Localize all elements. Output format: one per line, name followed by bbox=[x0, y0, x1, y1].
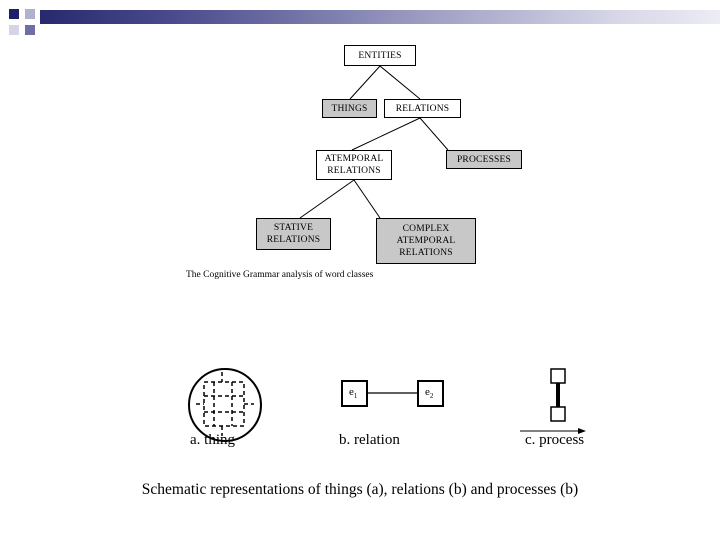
thing-label: a. thing bbox=[190, 432, 235, 448]
process-label: c. process bbox=[525, 432, 585, 448]
e1-label: e1 bbox=[349, 386, 357, 400]
relation-label: b. relation bbox=[339, 432, 400, 448]
process-schematic bbox=[520, 368, 586, 434]
thing-schematic bbox=[188, 368, 262, 442]
e2-letter: e bbox=[425, 386, 430, 398]
e1-subscript: 1 bbox=[353, 392, 358, 401]
e2-label: e2 bbox=[425, 386, 433, 400]
relations-box: RELATIONS bbox=[384, 99, 461, 118]
relation-schematic bbox=[341, 380, 444, 407]
slide-title-band bbox=[40, 10, 720, 24]
atemporal-relations-box: ATEMPORAL RELATIONS bbox=[316, 150, 392, 180]
stative-relations-box: STATIVE RELATIONS bbox=[256, 218, 331, 250]
complex-atemporal-relations-box: COMPLEX ATEMPORAL RELATIONS bbox=[376, 218, 476, 264]
tree-caption: The Cognitive Grammar analysis of word c… bbox=[186, 270, 374, 280]
processes-box: PROCESSES bbox=[446, 150, 522, 169]
schematic-caption: Schematic representations of things (a),… bbox=[141, 481, 579, 498]
e2-subscript: 2 bbox=[429, 392, 434, 401]
entities-box: ENTITIES bbox=[344, 45, 416, 66]
slide-corner-decoration bbox=[0, 0, 60, 40]
e1-letter: e bbox=[349, 386, 354, 398]
things-box: THINGS bbox=[322, 99, 377, 118]
